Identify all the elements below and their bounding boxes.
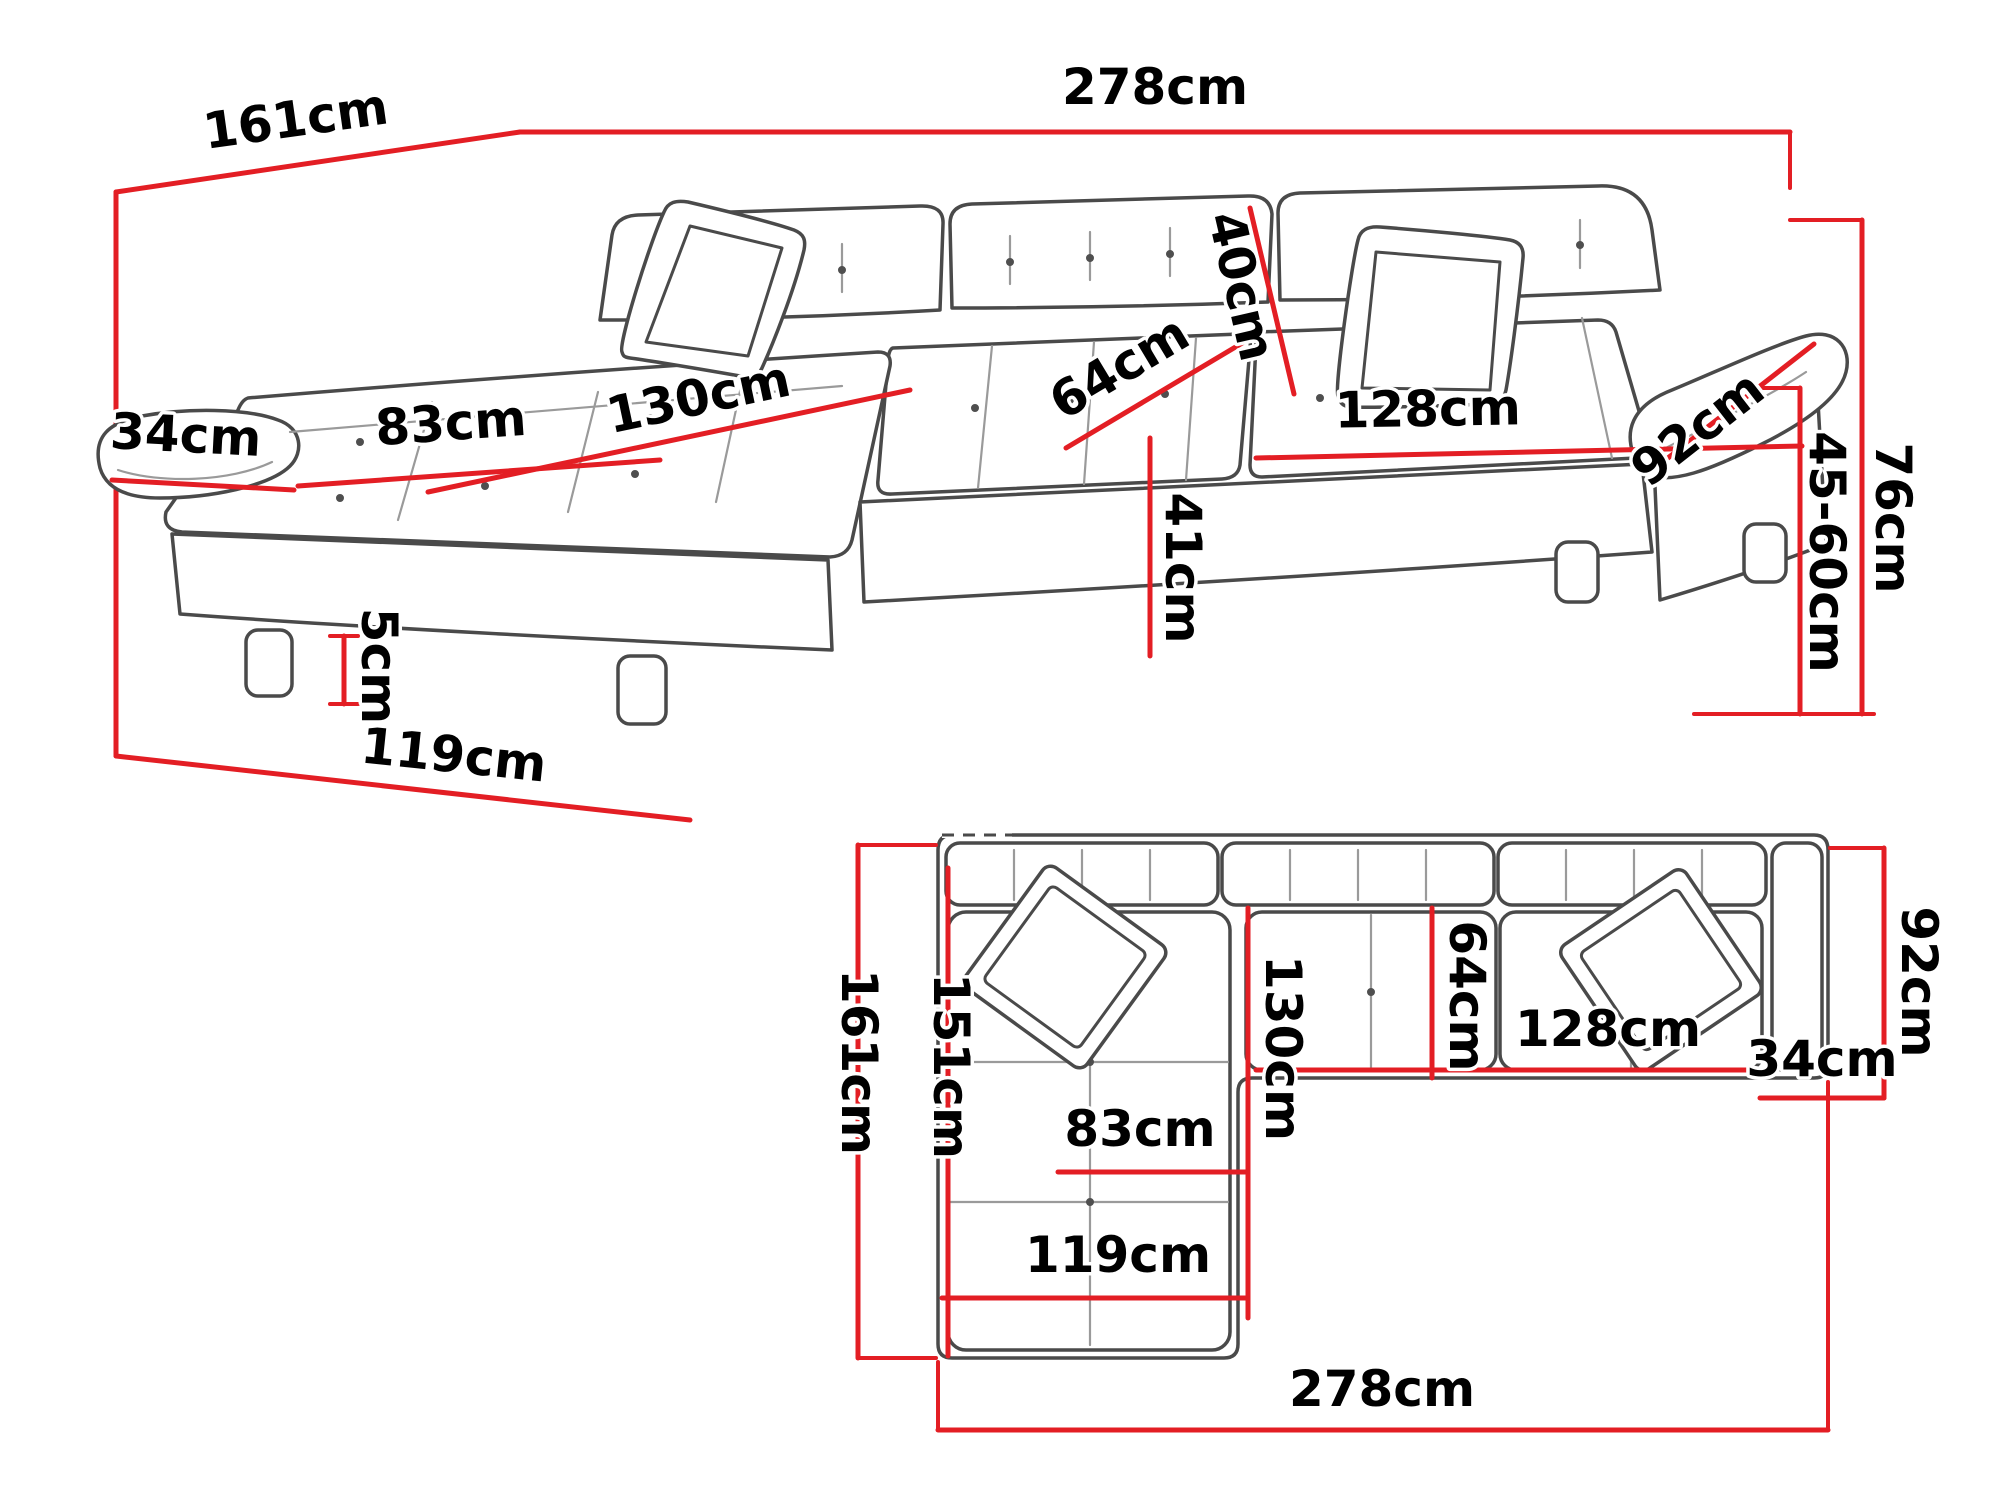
plan-right-armrest (1770, 841, 1824, 1073)
dim-chaise-total-width-label: 119cm (358, 717, 549, 794)
plan-dim-section-depth-label: 92cm (1890, 906, 1948, 1057)
dim-total-depth-line (113, 129, 523, 195)
pillow-left-inner-seam (644, 224, 784, 358)
plan-back-cushion (1496, 841, 1768, 907)
dim-chaise-total-width-line (113, 753, 693, 823)
plan-pillow-right (1559, 868, 1763, 1072)
dim-right-seat-width-line (1253, 443, 1805, 461)
plan-dim-inner-depth-label: 151cm (922, 973, 980, 1159)
dim-armrest-depth-line (1647, 341, 1817, 475)
sofa-perspective-drawing (96, 184, 1849, 726)
plan-pillow-left (962, 864, 1168, 1070)
dim-backrest-height-line (1247, 205, 1297, 397)
dim-seat-height-label: 45-60cm (1798, 431, 1856, 673)
dim-base-front-height-label: 41cm (1154, 492, 1212, 643)
plan-dim-seat-depth-label: 64cm (1438, 920, 1496, 1071)
dimension-lines-perspective (109, 129, 1876, 823)
pillow-right-inner-seam (1360, 250, 1502, 392)
dim-total-height-label: 76cm (1864, 442, 1922, 593)
chaise-front-base (170, 532, 834, 652)
dim-chaise-cushion-width-line (295, 457, 663, 489)
sofa-leg (1742, 522, 1788, 584)
plan-dim-total-width-label: 278cm (1289, 1360, 1475, 1418)
sofa-leg (244, 628, 294, 698)
plan-dim-total-depth-label: 161cm (830, 969, 888, 1155)
plan-dim-chaise-total-width-label: 119cm (1025, 1226, 1211, 1284)
dim-left-armrest-width-line (109, 477, 297, 493)
dim-chaise-length-line (425, 387, 913, 495)
sofa-leg (1554, 540, 1600, 604)
dim-leg-height-label: 5cm (350, 608, 408, 725)
plan-dim-armrest-width-label: 34cm (1746, 1030, 1897, 1088)
pillow-left (619, 199, 807, 379)
plan-dim-chaise-cushion-width-label: 83cm (1064, 1100, 1215, 1158)
dimension-lines-plan (855, 842, 1887, 1433)
dim-right-seat-width-label: 128cm (1334, 378, 1521, 439)
dim-seat-depth-line (1063, 333, 1257, 451)
dimension-labels-plan: 161cm 151cm 130cm 64cm 128cm 34cm 92cm 8… (827, 903, 1952, 1422)
dim-total-width-label: 278cm (1062, 58, 1248, 116)
dim-total-depth-label: 161cm (199, 77, 391, 160)
plan-dim-right-seat-width-label: 128cm (1515, 1000, 1701, 1058)
back-cushion-middle (948, 194, 1274, 310)
plan-dim-chaise-length-label: 130cm (1254, 955, 1312, 1141)
sofa-leg (616, 654, 668, 726)
chaise-seat-cushion (163, 350, 892, 559)
plan-pillow-right-inner-seam (1579, 888, 1743, 1052)
pillow-right (1335, 225, 1525, 410)
plan-pillow-left-inner-seam (983, 885, 1147, 1049)
dim-left-armrest-width-label: 34cm (109, 402, 263, 468)
dim-chaise-cushion-width-label: 83cm (373, 389, 528, 457)
